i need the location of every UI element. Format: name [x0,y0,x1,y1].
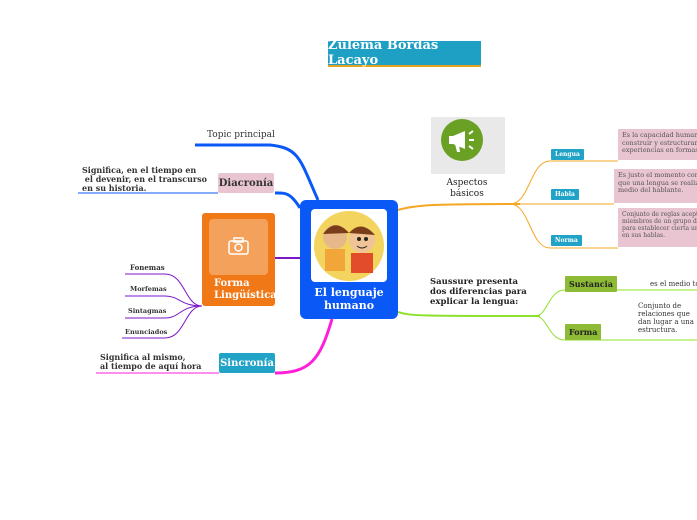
forma-note-line: estructura. [638,326,678,334]
aspectos-label-line: básicos [450,189,484,199]
image-placeholder [209,219,268,275]
lengua-note: Es la capacidad humana construir y estru… [618,129,697,160]
children-illustration [311,209,387,282]
map-title[interactable]: Zulema Bordas Lacayo [328,38,481,68]
sustancia-note: es el medio tot [650,280,697,288]
forma-note-line: relaciones que [638,310,690,318]
habla-note-line: medio del hablante. [618,186,684,194]
habla-note-line: Es justo el momento con [618,171,697,179]
leaf-enunciados[interactable]: Enunciados [125,328,168,336]
diacronia-node[interactable]: Diacronía [218,173,274,193]
sincronia-note-line: al tiempo de aquí hora [100,361,202,371]
norma-note-line: para establecer cierta unid [622,225,697,232]
norma-note-line: en sus hablas. [622,232,666,239]
forma-note-line: Conjunto de [638,302,682,310]
forma-badge[interactable]: Forma [565,324,602,340]
habla-badge[interactable]: Habla [551,189,579,200]
saussure-line: explicar la lengua: [430,297,519,307]
sincronia-note: Significa al mismo, al tiempo de aquí ho… [100,353,201,371]
norma-badge[interactable]: Norma [551,235,582,246]
diacronia-note-line: el devenir, en el transcurso [82,174,207,184]
topic-principal-label[interactable]: Topic principal [207,130,275,140]
forma-linguistica-label-line1: Forma [214,278,250,289]
lengua-note-line: Es la capacidad humana [622,131,697,139]
central-label-line1: El lenguaje [314,286,384,299]
camera-icon [228,237,249,255]
sincronia-node[interactable]: Sincronía [219,353,275,373]
diacronia-note-line: en su historia. [82,183,147,193]
norma-note-line: Conjunto de reglas aceptad [622,211,697,218]
diacronia-note-line: Significa, en el tiempo en [82,165,197,175]
megaphone-image [431,117,505,174]
forma-linguistica-node[interactable]: Forma Lingüística [202,213,277,306]
habla-note-line: que una lengua se realiz [618,178,697,187]
diacronia-note: Significa, en el tiempo en el devenir, e… [82,166,207,193]
leaf-sintagmas[interactable]: Sintagmas [128,307,167,315]
forma-linguistica-label-line2: Lingüística [214,290,277,301]
lengua-badge[interactable]: Lengua [551,149,584,160]
leaf-fonemas[interactable]: Fonemas [130,263,165,272]
aspectos-basicos-node[interactable]: Aspectos básicos [434,178,500,200]
saussure-node[interactable]: Saussure presenta dos diferencias para e… [430,277,527,307]
sincronia-note-line: Significa al mismo, [100,352,186,362]
megaphone-icon [441,119,483,161]
habla-note: Es justo el momento con que una lengua s… [614,169,697,203]
sustancia-badge[interactable]: Sustancia [565,276,617,292]
lengua-note-line: construir y estructurar s [622,138,697,147]
forma-note-line: dan lugar a una [638,318,694,326]
saussure-line: dos diferencias para [430,287,527,297]
central-topic[interactable]: El lenguaje humano [300,200,398,319]
leaf-morfemas[interactable]: Morfemas [130,285,167,293]
norma-note-line: miembros de un grupo de i [622,218,697,225]
aspectos-label-line: Aspectos [446,178,488,188]
norma-note: Conjunto de reglas aceptad miembros de u… [618,208,697,247]
central-label-line2: humano [323,299,375,312]
lengua-note-line: experiencias en formas [622,146,697,154]
saussure-line: Saussure presenta [430,277,519,287]
forma-note: Conjunto de relaciones que dan lugar a u… [638,302,694,334]
